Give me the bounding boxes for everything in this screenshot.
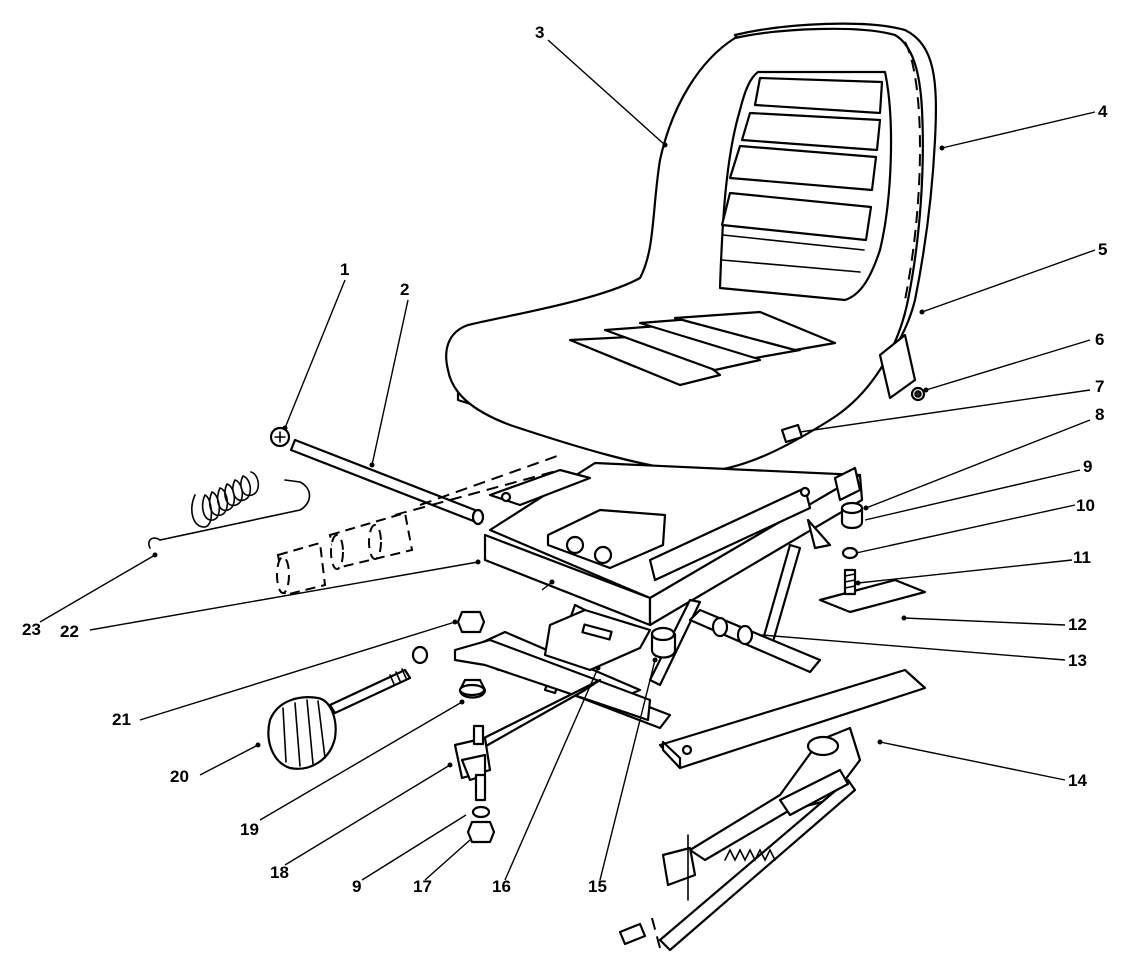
callout-4: 4: [1098, 102, 1108, 121]
callout-14: 14: [1068, 771, 1087, 790]
coil-spring: [191, 471, 260, 528]
seat-base-plate: [483, 461, 864, 627]
callout-20: 20: [170, 767, 189, 786]
callout-17: 17: [413, 877, 432, 896]
adjustment-knob: [267, 668, 412, 770]
callout-21: 21: [112, 710, 131, 729]
callout-1: 1: [340, 260, 349, 279]
callout-8: 8: [1095, 405, 1104, 424]
callout-15: 15: [588, 877, 607, 896]
callout-2: 2: [400, 280, 409, 299]
callout-22: 22: [60, 622, 79, 641]
callout-6: 6: [1095, 330, 1104, 349]
right-frame-rail: [658, 578, 927, 770]
callout-18: 18: [270, 863, 289, 882]
callout-3: 3: [535, 23, 544, 42]
seat-shell: [445, 22, 938, 474]
leader-endpoints: [152, 142, 945, 768]
callout-13: 13: [1068, 651, 1087, 670]
callout-23: 23: [22, 620, 41, 639]
callout-9: 9: [1083, 457, 1092, 476]
callout-11: 11: [1073, 548, 1091, 567]
callout-5: 5: [1098, 240, 1107, 259]
callout-16: 16: [492, 877, 511, 896]
left-frame-rail: [453, 608, 652, 782]
leader-lines: [39, 39, 1096, 881]
callout-7: 7: [1095, 377, 1104, 396]
callout-12: 12: [1068, 615, 1087, 634]
callout-labels: 1 2 3 4 5 6 7 8 9 10 11 12 13 14 15 16 1…: [22, 23, 1108, 896]
callout-10: 10: [1076, 496, 1095, 515]
lower-slide-rail: [618, 726, 862, 952]
left-hardware: [148, 426, 561, 844]
callout-9-lower: 9: [352, 877, 361, 896]
right-hardware: [650, 386, 926, 659]
callout-19: 19: [240, 820, 259, 839]
